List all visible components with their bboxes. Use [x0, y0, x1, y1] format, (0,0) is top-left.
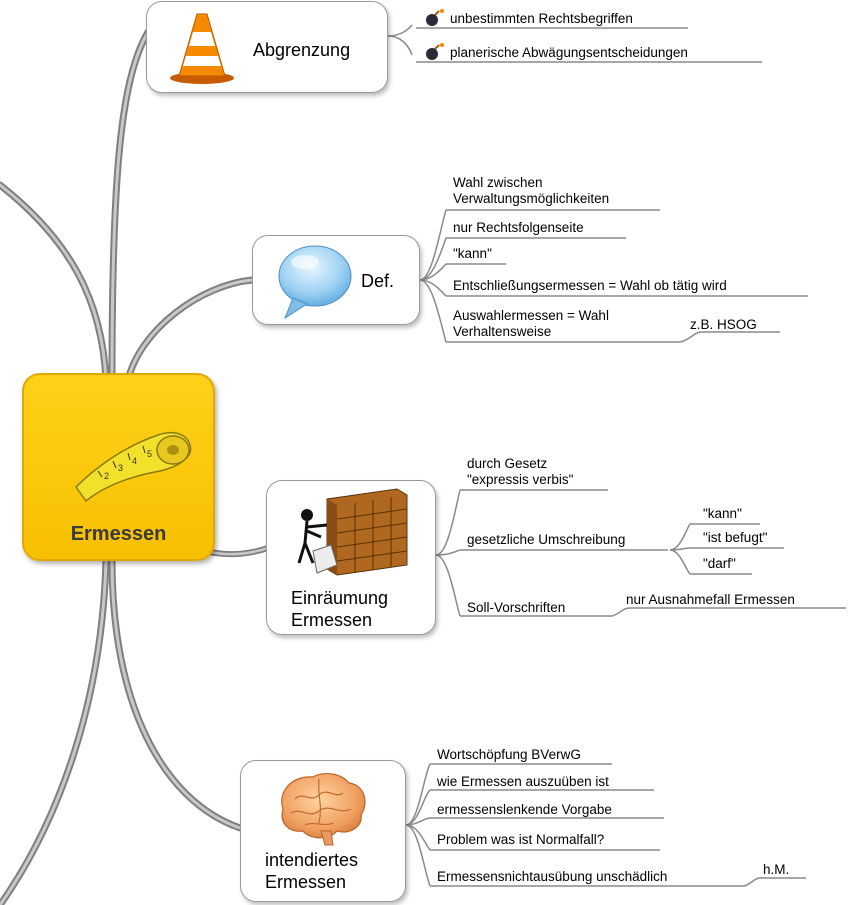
leaf-auswahlermessen: Auswahlermessen = Wahl Verhaltensweise — [453, 308, 609, 339]
leaf-zb-hsog: z.B. HSOG — [690, 317, 757, 332]
leaf-kann: "kann" — [453, 246, 492, 261]
svg-text:5: 5 — [147, 449, 152, 459]
main-connectors — [0, 28, 271, 905]
filing-cabinet-icon — [297, 488, 408, 576]
leaf-wortschoepfung: Wortschöpfung BVerwG — [437, 747, 581, 762]
leaf-problem-normalfall: Problem was ist Normalfall? — [437, 832, 605, 847]
speech-bubble-icon — [278, 245, 352, 320]
bomb-icon — [424, 43, 446, 61]
leaf-unbestimmte-rechtsbegriffe: unbestimmten Rechtsbegriffen — [450, 11, 633, 26]
topic-abgrenzung[interactable]: Abgrenzung — [146, 1, 388, 93]
leaf-example-darf: "darf" — [703, 556, 736, 571]
leaf-example-kann: "kann" — [703, 506, 742, 521]
topic-abgrenzung-label: Abgrenzung — [253, 40, 351, 60]
topic-einraeumung[interactable]: Einräumung Ermessen — [266, 480, 436, 635]
leaf-planerische-abwaegung: planerische Abwägungsentscheidungen — [450, 45, 688, 60]
topic-einraeumung-label: Einräumung Ermessen — [291, 588, 389, 630]
leaf-nur-rechtsfolgenseite: nur Rechtsfolgenseite — [453, 220, 584, 235]
bomb-icon — [424, 9, 446, 27]
leaf-nur-ausnahmefall: nur Ausnahmefall Ermessen — [626, 592, 795, 607]
topic-intendiert[interactable]: intendiertes Ermessen — [240, 760, 406, 902]
leaf-entschliessungsermessen: Entschließungsermessen = Wahl ob tätig w… — [453, 278, 727, 293]
svg-text:2: 2 — [104, 471, 109, 481]
leaf-ermessenslenkend: ermessenslenkende Vorgabe — [437, 802, 612, 817]
leaf-wie-auszuueben: wie Ermessen auszuüben ist — [437, 774, 609, 789]
leaf-example-ist-befugt: "ist befugt" — [703, 530, 768, 545]
leaf-hm: h.M. — [763, 862, 790, 877]
leaf-gesetzliche-umschreibung: gesetzliche Umschreibung — [467, 532, 626, 547]
central-topic-label: Ermessen — [70, 523, 167, 545]
topic-definition[interactable]: Def. — [252, 235, 420, 325]
sub-connectors — [387, 24, 846, 887]
leaf-durch-gesetz: durch Gesetz "expressis verbis" — [467, 456, 574, 487]
svg-text:4: 4 — [132, 456, 137, 466]
leaf-soll-vorschriften: Soll-Vorschriften — [467, 600, 566, 615]
leaf-ermessensnichtausuebung: Ermessensnichtausübung unschädlich — [437, 869, 668, 884]
brain-icon — [281, 773, 366, 846]
traffic-cone-icon — [170, 13, 234, 84]
topic-definition-label: Def. — [361, 271, 395, 291]
leaf-wahl-zwischen: Wahl zwischen Verwaltungsmöglichkeiten — [453, 175, 610, 206]
topic-intendiert-label: intendiertes Ermessen — [265, 850, 359, 892]
svg-text:3: 3 — [118, 463, 123, 473]
